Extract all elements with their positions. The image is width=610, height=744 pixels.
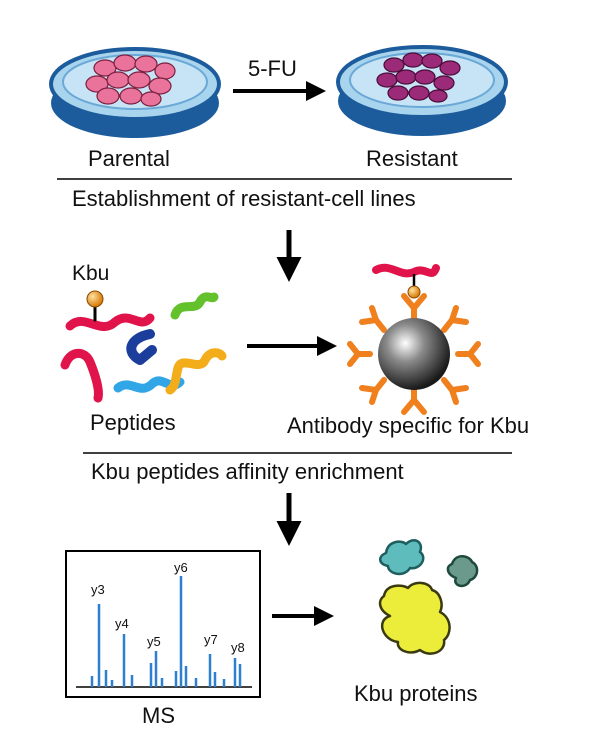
ms-peaks bbox=[90, 576, 242, 687]
bound-kbu-peptide bbox=[372, 263, 440, 278]
bead bbox=[378, 318, 450, 390]
peptides-label: Peptides bbox=[90, 410, 176, 435]
resistant-label: Resistant bbox=[366, 146, 458, 171]
kbu-proteins-illustration bbox=[378, 539, 479, 655]
ms-spectrum bbox=[65, 550, 261, 698]
resistant-cells bbox=[376, 52, 461, 103]
step2-caption: Kbu peptides affinity enrichment bbox=[91, 459, 404, 484]
resistant-petri-dish bbox=[336, 45, 508, 136]
parental-petri-dish bbox=[49, 47, 221, 138]
parental-cells bbox=[85, 54, 176, 107]
peak-label-y5: y5 bbox=[147, 634, 161, 649]
kbu-modification-ball bbox=[86, 290, 104, 308]
protein-teal bbox=[379, 539, 425, 576]
peak-label-y4: y4 bbox=[115, 616, 129, 631]
peak-label-y6: y6 bbox=[174, 560, 188, 575]
protein-yellow bbox=[378, 581, 451, 655]
ms-label: MS bbox=[142, 703, 175, 728]
antibody-bead-illustration bbox=[347, 263, 481, 415]
parental-label: Parental bbox=[88, 146, 170, 171]
antibody-label: Antibody specific for Kbu bbox=[287, 413, 530, 438]
kbu-proteins-label: Kbu proteins bbox=[354, 681, 478, 706]
peak-label-y8: y8 bbox=[231, 640, 245, 655]
peptides-illustration bbox=[60, 292, 227, 403]
kbu-label: Kbu bbox=[72, 262, 110, 285]
step1-caption: Establishment of resistant-cell lines bbox=[72, 186, 416, 211]
treatment-label: 5-FU bbox=[248, 56, 297, 81]
peak-label-y7: y7 bbox=[204, 632, 218, 647]
protein-green bbox=[446, 555, 479, 588]
peak-label-y3: y3 bbox=[91, 582, 105, 597]
